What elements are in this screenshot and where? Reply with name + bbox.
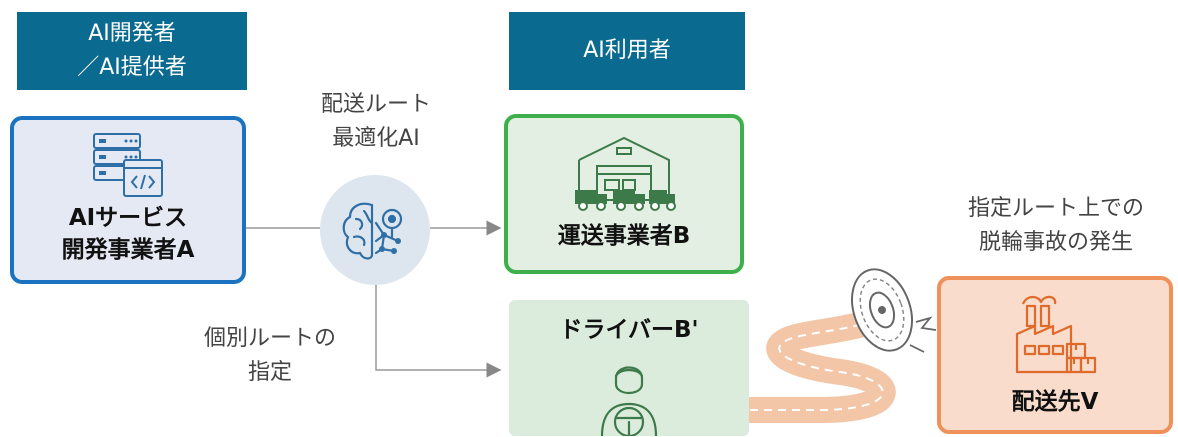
node-carrier-label: 運送事業者B [557,223,691,249]
route-label-line1: 個別ルートの [203,326,336,351]
warehouse-truck-icon [575,136,676,211]
accident-label-line1: 指定ルート上での [967,196,1144,221]
ai-label: 配送ルート 最適化AI [286,88,466,156]
header-developer-line1: AI開発者 [88,21,176,46]
header-user: AI利用者 [509,12,745,90]
brain-icon [342,202,403,260]
route-label: 個別ルートの 指定 [170,322,370,390]
ai-node [320,175,430,285]
arrow-ai-to-driver [375,285,502,378]
ai-label-line2: 最適化AI [332,126,420,151]
ai-label-line1: 配送ルート [320,92,431,117]
route-label-line2: 指定 [247,360,292,385]
node-destination: 配送先V [937,276,1173,434]
tire-icon [851,268,913,352]
node-driver: ドライバーB' [509,300,749,436]
node-developer: AIサービス 開発事業者A [10,116,246,284]
road [723,297,896,423]
factory-icon [1015,295,1097,374]
node-developer-line1: AIサービス [68,205,188,231]
crash-burst-icon [909,316,937,353]
header-user-label: AI利用者 [583,38,671,63]
server-code-icon [93,133,163,197]
node-driver-label: ドライバーB' [559,317,699,343]
node-destination-label: 配送先V [1011,389,1099,415]
accident-label: 指定ルート上での 脱輪事故の発生 [938,192,1174,260]
header-developer: AI開発者 ／AI提供者 [17,12,247,90]
accident-label-line2: 脱輪事故の発生 [978,230,1133,255]
header-developer-line2: ／AI提供者 [77,55,187,80]
driver-icon [600,366,658,436]
node-carrier: 運送事業者B [504,114,744,274]
node-developer-line2: 開発事業者A [61,237,195,263]
